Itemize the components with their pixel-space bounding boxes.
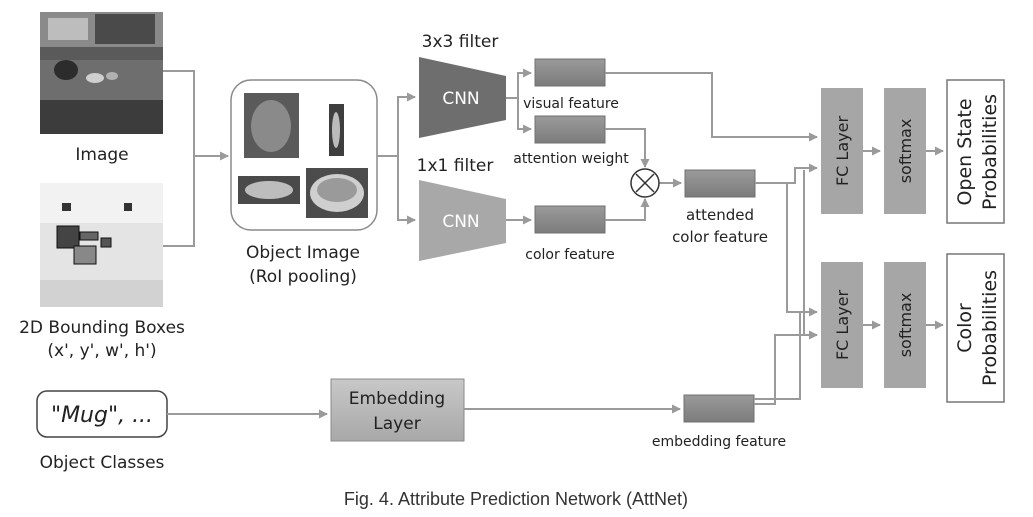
cnn-bottom <box>419 180 506 261</box>
visual-feature-block <box>534 58 606 87</box>
object-image-label-line1: Object Image <box>246 243 360 263</box>
cnn-top-label: CNN <box>442 89 479 109</box>
open-state-label-line2: Probabilities <box>979 94 1001 210</box>
color-probabilities-line2: Probabilities <box>979 270 1001 386</box>
fc-layer-top <box>821 88 863 214</box>
fc-layer-bottom <box>821 262 863 388</box>
color-output-box <box>946 253 1005 403</box>
object-classes-text: "Mug", ... <box>51 403 153 428</box>
object-image-split-connector <box>377 92 416 225</box>
color-feature-label: color feature <box>525 247 614 263</box>
attention-weight-block <box>534 115 606 144</box>
cnn-bottom-label: CNN <box>442 212 479 232</box>
multiply-icon <box>630 168 660 198</box>
attention-multiply-connector <box>605 128 682 221</box>
image-thumbnail <box>40 12 163 134</box>
fc-layer-bottom-label: FC Layer <box>833 290 852 360</box>
attended-label-line1: attended <box>686 206 754 224</box>
bbox-label-line2: (x', y', w', h') <box>47 341 156 361</box>
softmax-bottom <box>884 262 926 388</box>
embedding-layer-block <box>330 378 465 442</box>
image-label: Image <box>75 145 128 165</box>
attention-weight-label: attention weight <box>513 151 629 167</box>
embedding-feature-label: embedding feature <box>652 434 786 450</box>
open-state-label-line1: Open State <box>954 98 976 205</box>
color-probabilities-line1: Color <box>954 303 976 353</box>
object-crops <box>238 93 368 218</box>
fc-layer-top-label: FC Layer <box>833 116 852 186</box>
cnn-top-output-connector <box>506 68 532 225</box>
embedding-layer-line1: Embedding <box>349 389 445 409</box>
filter-3x3-label: 3x3 filter <box>422 32 499 52</box>
softmax-top-label: softmax <box>896 119 915 184</box>
embedding-layer-line2: Layer <box>373 414 420 434</box>
softmax-top <box>884 88 926 214</box>
figure-caption: Fig. 4. Attribute Prediction Network (At… <box>344 489 688 509</box>
cnn-top <box>419 57 506 138</box>
fc-routing-connectors <box>605 72 818 405</box>
attended-color-feature-block <box>684 169 756 198</box>
softmax-bottom-label: softmax <box>896 293 915 358</box>
open-state-output-box <box>946 79 1005 224</box>
filter-1x1-label: 1x1 filter <box>417 156 494 176</box>
color-feature-block <box>534 205 606 234</box>
bounding-boxes-thumbnail <box>40 183 163 307</box>
input-merge-connector <box>163 70 229 247</box>
object-image-label-line2: (RoI pooling) <box>249 267 357 287</box>
object-classes-label: Object Classes <box>40 453 165 473</box>
visual-feature-label: visual feature <box>523 96 619 112</box>
embedding-feature-block <box>683 394 755 423</box>
bbox-label-line1: 2D Bounding Boxes <box>19 318 185 338</box>
attended-label-line2: color feature <box>672 228 768 246</box>
